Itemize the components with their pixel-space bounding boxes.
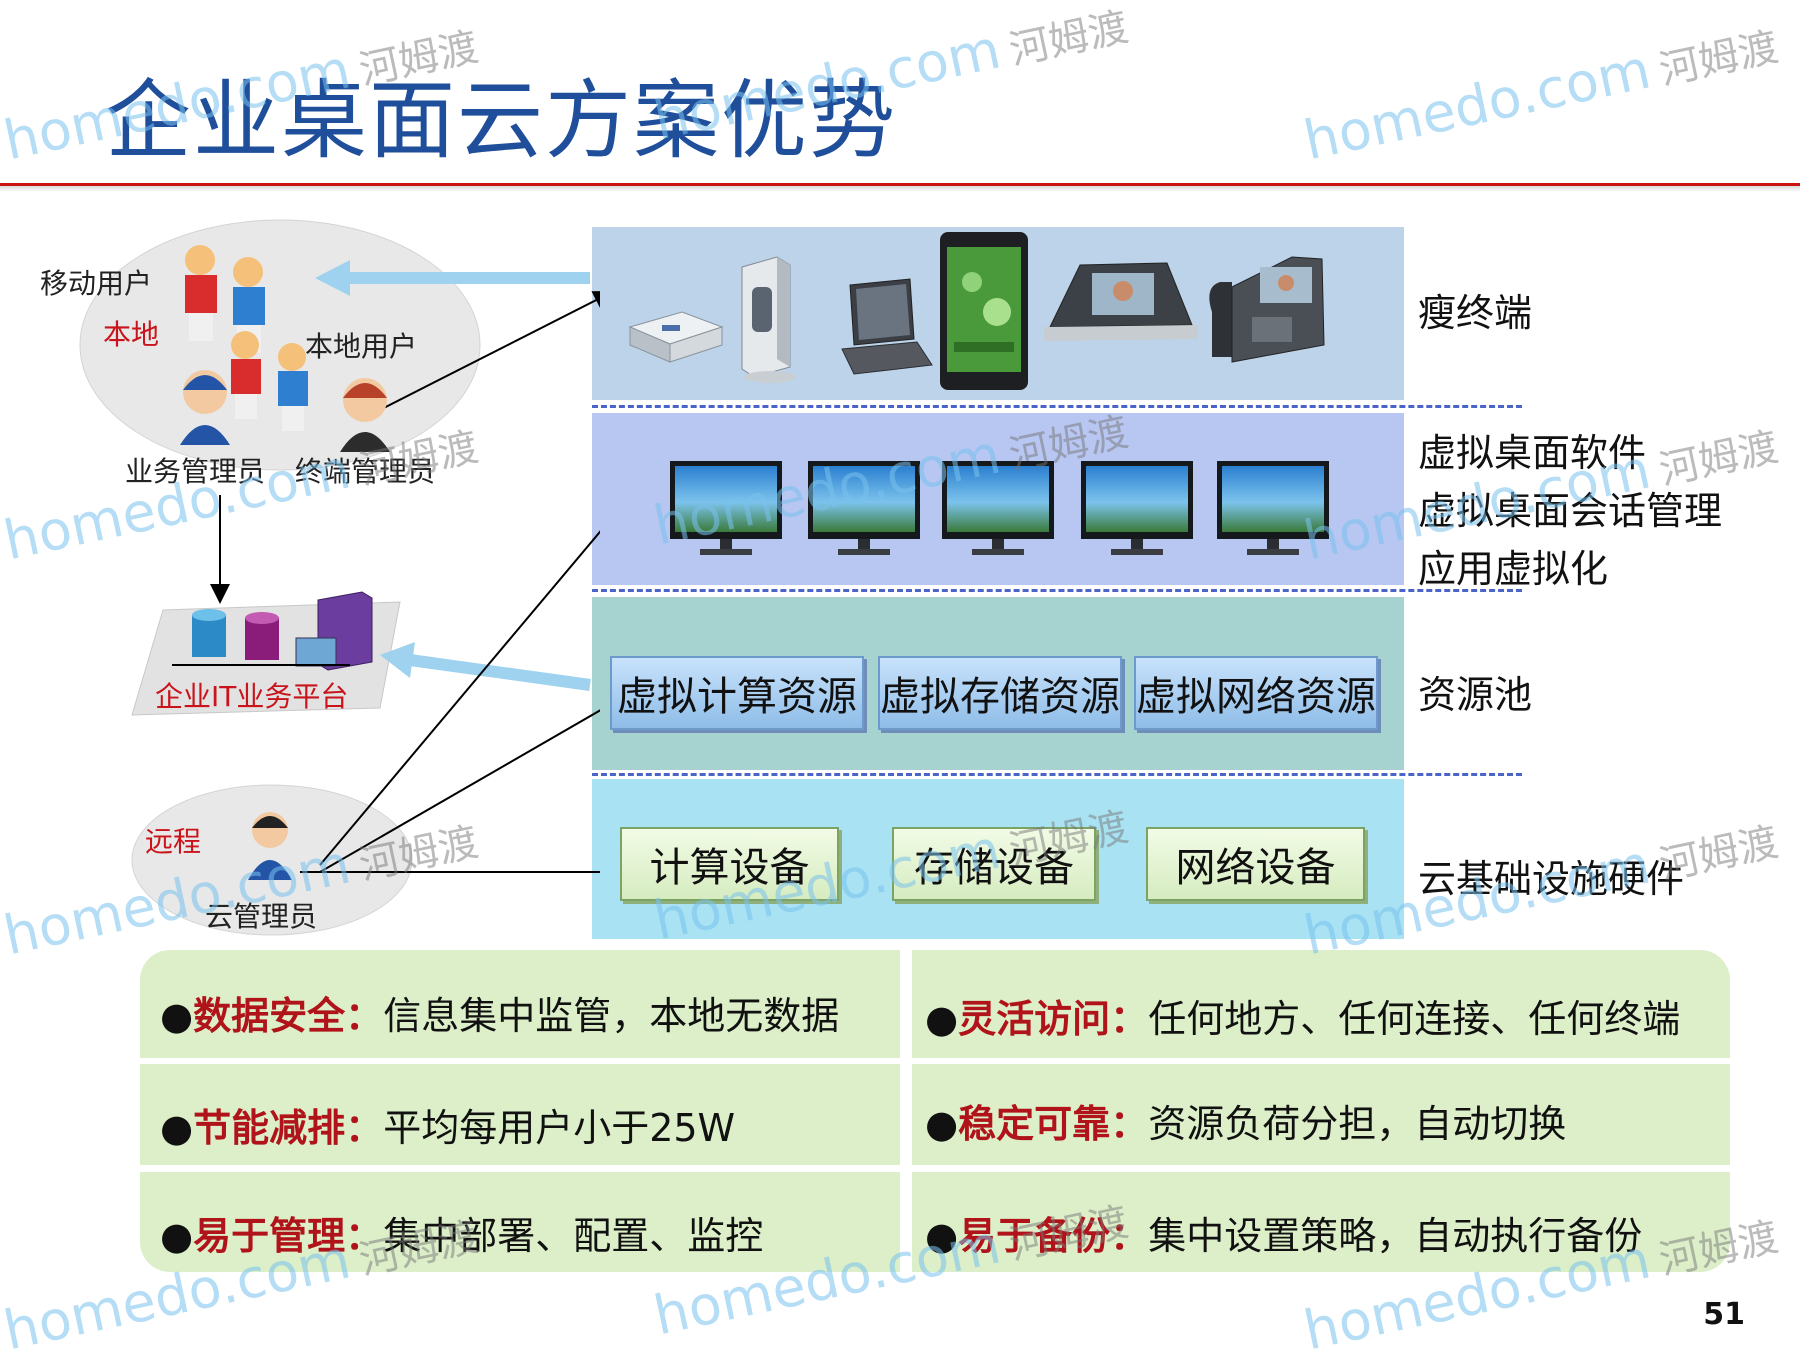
feature-stability: ●稳定可靠：资源负荷分担，自动切换	[925, 1102, 1567, 1146]
local-users-label: 本地用户	[305, 330, 418, 363]
page-title: 企业桌面云方案优势	[105, 71, 897, 171]
virtual-compute-resource: 虚拟计算资源	[610, 656, 864, 730]
storage-device: 存储设备	[892, 827, 1096, 901]
user-figure-icon	[180, 370, 230, 445]
user-figure-icon	[340, 378, 390, 452]
app-virtualization-label: 应用虚拟化	[1418, 547, 1609, 591]
feature-data-security: ●数据安全：信息集中监管，本地无数据	[160, 994, 840, 1038]
monitor-icon	[808, 461, 920, 555]
database-icon	[245, 612, 279, 660]
vd-session-label: 虚拟桌面会话管理	[1418, 489, 1723, 533]
compute-device: 计算设备	[620, 827, 839, 901]
monitor-icon	[1081, 461, 1193, 555]
layer-divider	[592, 773, 1522, 776]
biz-admin-label: 业务管理员	[125, 455, 266, 488]
network-device: 网络设备	[1146, 827, 1365, 901]
monitor-icon	[1217, 461, 1329, 555]
thin-client-tower-icon	[741, 256, 796, 383]
title-shadow	[0, 186, 1800, 192]
remote-tag: 远程	[145, 825, 202, 858]
feature-panel	[140, 950, 900, 1058]
feature-flexible-access: ●灵活访问：任何地方、任何连接、任何终端	[925, 997, 1681, 1041]
feature-energy-saving: ●节能减排：平均每用户小于25W	[160, 1106, 736, 1150]
feature-panel	[140, 1064, 900, 1165]
monitor-icon	[670, 461, 782, 555]
virtual-storage-resource: 虚拟存储资源	[878, 656, 1122, 730]
page-number: 51	[1703, 1297, 1745, 1332]
thin-client-label: 瘦终端	[1418, 291, 1533, 335]
feature-panel	[912, 1064, 1730, 1165]
video-terminal-icon	[1044, 262, 1198, 341]
it-platform-label: 企业IT业务平台	[155, 680, 349, 713]
server-icon	[295, 591, 373, 671]
database-icon	[192, 609, 226, 657]
user-section-graphics	[79, 219, 600, 936]
layer-divider	[592, 589, 1522, 592]
desktop-monitors	[670, 461, 1329, 555]
feature-panel	[912, 1172, 1730, 1272]
watermark: homedo.com河姆渡	[1298, 24, 1783, 173]
title-rule	[0, 183, 1800, 186]
layer-divider	[592, 405, 1522, 408]
tablet-icon	[940, 232, 1028, 390]
resource-pool-label: 资源池	[1418, 673, 1533, 717]
local-tag: 本地	[103, 318, 160, 351]
ip-phone-icon	[1209, 256, 1325, 363]
user-figure-icon	[248, 812, 292, 880]
monitor-icon	[942, 461, 1054, 555]
thin-client-devices	[628, 232, 1325, 390]
vd-software-label: 虚拟桌面软件	[1418, 431, 1647, 475]
term-admin-label: 终端管理员	[295, 455, 436, 488]
feature-easy-backup: ●易于备份：集中设置策略，自动执行备份	[925, 1214, 1643, 1258]
cloud-hardware-label: 云基础设施硬件	[1418, 857, 1685, 901]
user-figure-icon	[231, 331, 308, 431]
cloud-admin-label: 云管理员	[205, 900, 318, 933]
user-figure-icon	[185, 245, 265, 353]
feature-panel	[912, 950, 1730, 1058]
feature-easy-management: ●易于管理：集中部署、配置、监控	[160, 1214, 764, 1258]
mobile-users-label: 移动用户	[40, 267, 153, 300]
virtual-network-resource: 虚拟网络资源	[1134, 656, 1378, 730]
thin-client-box-icon	[628, 311, 724, 363]
feature-panel	[140, 1172, 900, 1272]
laptop-icon	[841, 278, 933, 375]
